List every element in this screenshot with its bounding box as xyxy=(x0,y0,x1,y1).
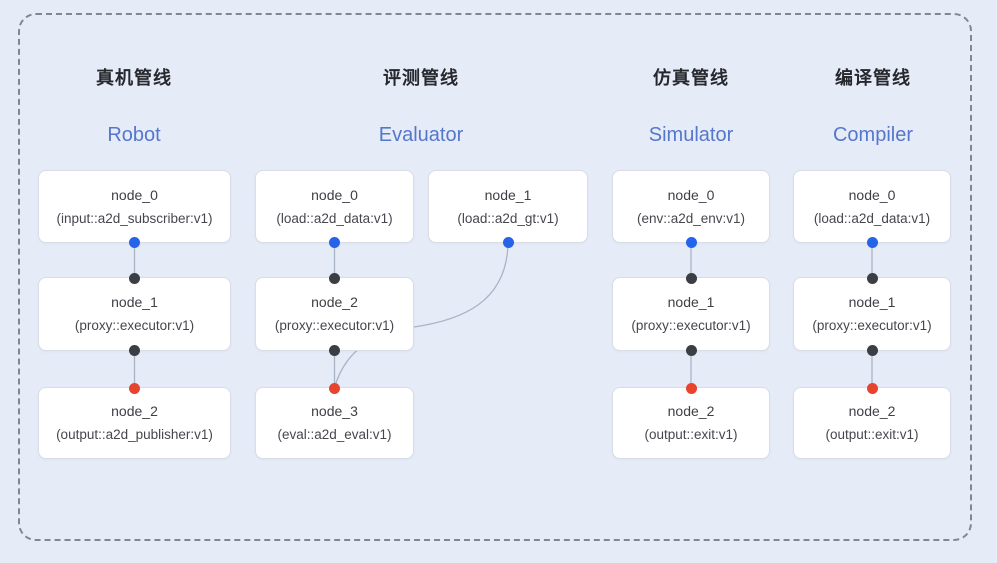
output-port-dot xyxy=(685,236,697,248)
node-label: node_2 xyxy=(848,403,896,419)
node-evaluator-0: node_0 (load::a2d_data:v1) xyxy=(255,170,414,248)
node-label: node_0 xyxy=(667,186,715,203)
node-compiler-1: node_1 (proxy::executor:v1) xyxy=(793,272,951,356)
output-port-dot xyxy=(129,344,140,356)
input-port-dot xyxy=(329,382,340,394)
input-port-dot xyxy=(129,382,140,394)
node-label: node_3 xyxy=(311,403,358,419)
node-type: (load::a2d_gt:v1) xyxy=(457,210,559,226)
node-simulator-0: node_0 (env::a2d_env:v1) xyxy=(612,170,770,248)
output-port-dot xyxy=(866,344,878,356)
node-label: node_0 xyxy=(311,186,358,203)
node-evaluator-3: node_3 (eval::a2d_eval:v1) xyxy=(255,382,414,459)
node-label: node_1 xyxy=(111,294,158,310)
pipeline-title-en-compiler: Compiler xyxy=(832,124,914,146)
input-port-dot xyxy=(685,272,697,284)
output-port-dot xyxy=(329,344,340,356)
edge-eval-1-3-curve xyxy=(334,242,509,387)
pipeline-title-zh-compiler: 编译管线 xyxy=(835,68,911,88)
pipeline-title-en-simulator: Simulator xyxy=(648,124,734,146)
node-label: node_2 xyxy=(111,403,158,419)
node-evaluator-2: node_2 (proxy::executor:v1) xyxy=(255,272,414,356)
node-type: (proxy::executor:v1) xyxy=(74,318,195,333)
node-robot-0: node_0 (input::a2d_subscriber:v1) xyxy=(38,170,231,248)
node-type: (output::exit:v1) xyxy=(644,427,738,442)
pipeline-title-en-evaluator: Evaluator xyxy=(378,124,464,146)
input-port-dot xyxy=(866,382,878,394)
node-simulator-2: node_2 (output::exit:v1) xyxy=(612,382,770,459)
output-port-dot xyxy=(685,344,697,356)
node-label: node_0 xyxy=(111,186,158,203)
node-robot-2: node_2 (output::a2d_publisher:v1) xyxy=(38,382,231,459)
node-label: node_1 xyxy=(484,186,532,203)
output-port-dot xyxy=(866,236,878,248)
node-evaluator-1: node_1 (load::a2d_gt:v1) xyxy=(428,170,588,248)
pipeline-title-zh-simulator: 仿真管线 xyxy=(653,68,729,88)
pipeline-title-zh-robot: 真机管线 xyxy=(96,68,172,88)
node-type: (proxy::executor:v1) xyxy=(631,318,751,333)
node-simulator-1: node_1 (proxy::executor:v1) xyxy=(612,272,770,356)
input-port-dot xyxy=(866,272,878,284)
input-port-dot xyxy=(685,382,697,394)
output-port-dot xyxy=(502,236,514,248)
node-type: (output::a2d_publisher:v1) xyxy=(56,427,213,442)
dashed-frame xyxy=(18,13,972,541)
node-type: (eval::a2d_eval:v1) xyxy=(277,427,392,442)
node-type: (input::a2d_subscriber:v1) xyxy=(56,210,213,226)
node-type: (output::exit:v1) xyxy=(825,427,919,442)
node-label: node_0 xyxy=(848,186,896,203)
node-compiler-0: node_0 (load::a2d_data:v1) xyxy=(793,170,951,248)
node-type: (env::a2d_env:v1) xyxy=(636,210,746,226)
node-type: (load::a2d_data:v1) xyxy=(813,210,931,226)
node-label: node_2 xyxy=(667,403,715,419)
pipeline-title-en-robot: Robot xyxy=(107,124,161,146)
node-label: node_1 xyxy=(667,294,715,310)
node-type: (proxy::executor:v1) xyxy=(274,318,395,333)
node-compiler-2: node_2 (output::exit:v1) xyxy=(793,382,951,459)
node-label: node_1 xyxy=(848,294,896,310)
node-robot-1: node_1 (proxy::executor:v1) xyxy=(38,272,231,356)
output-port-dot xyxy=(129,236,140,248)
node-type: (load::a2d_data:v1) xyxy=(276,210,393,226)
node-type: (proxy::executor:v1) xyxy=(812,318,932,333)
input-port-dot xyxy=(329,272,340,284)
pipeline-title-zh-evaluator: 评测管线 xyxy=(383,68,459,88)
output-port-dot xyxy=(329,236,340,248)
node-label: node_2 xyxy=(311,294,358,310)
input-port-dot xyxy=(129,272,140,284)
